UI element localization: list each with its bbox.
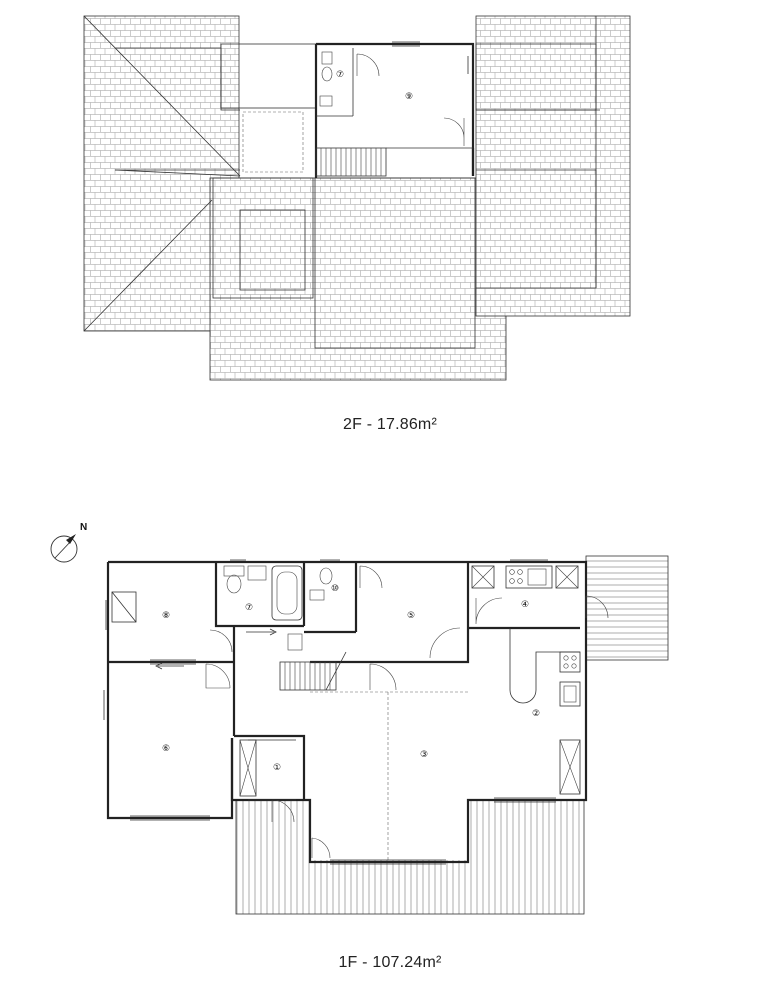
north-arrow-icon: N bbox=[50, 522, 87, 563]
room-label-6: ⑥ bbox=[162, 744, 170, 754]
room-label-2f-7: ⑦ bbox=[336, 70, 344, 80]
room-label-3: ③ bbox=[420, 750, 428, 760]
room-label-8: ⑧ bbox=[162, 611, 170, 621]
room-label-7: ⑦ bbox=[245, 603, 253, 613]
room-label-2: ② bbox=[532, 709, 540, 719]
room-label-4: ④ bbox=[521, 600, 529, 610]
floor-caption-1f: 1F - 107.24m² bbox=[338, 954, 442, 971]
room-label-2f-9: ⑨ bbox=[405, 92, 413, 102]
room-label-5: ⑤ bbox=[407, 611, 415, 621]
north-label: N bbox=[80, 522, 87, 533]
room-label-10: ⑩ bbox=[331, 584, 339, 594]
room-label-1: ① bbox=[273, 763, 281, 773]
roof-plan-2f bbox=[83, 15, 631, 381]
floor-plan-1f bbox=[103, 555, 669, 915]
floor-caption-2f: 2F - 17.86m² bbox=[343, 416, 437, 433]
